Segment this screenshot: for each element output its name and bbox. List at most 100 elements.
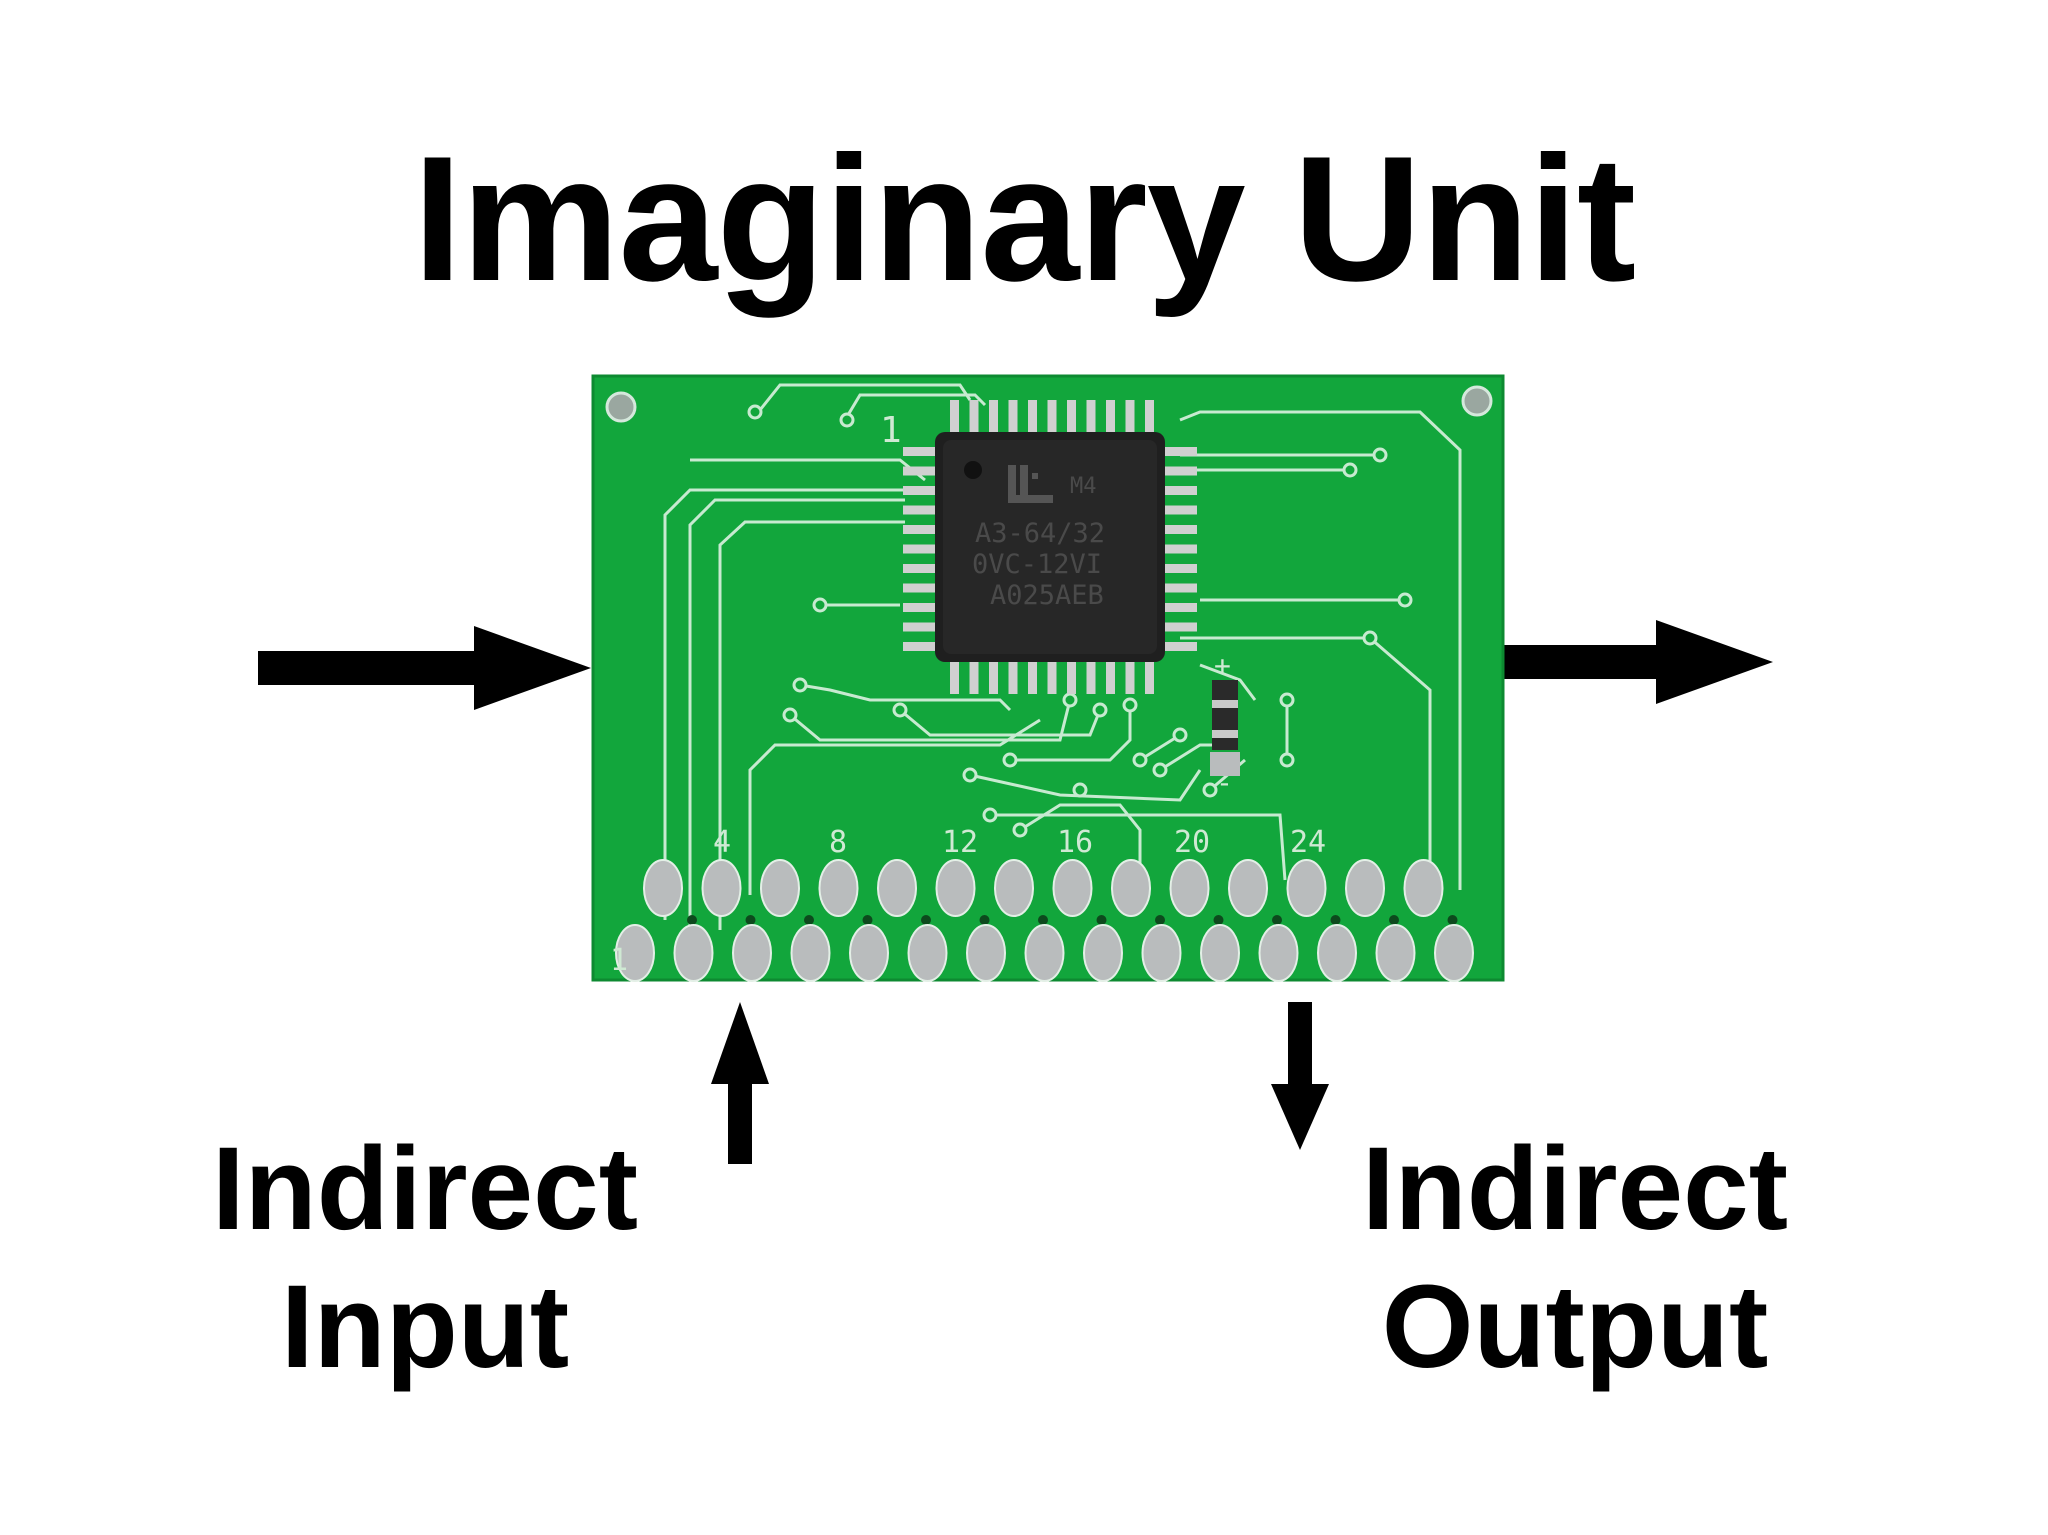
chip-lead (1047, 662, 1057, 694)
arrow-indirect-output-down (1271, 1002, 1329, 1150)
via (1092, 702, 1108, 718)
via (1397, 592, 1413, 608)
chip-lead (1165, 564, 1197, 573)
via (1038, 915, 1048, 925)
chip-pin1-marker: 1 (880, 410, 902, 451)
pcb-vias (687, 404, 1458, 925)
via (747, 404, 763, 420)
label-indirect-input-line2: Input (280, 1261, 570, 1393)
chip-lead (1145, 400, 1154, 432)
chip-lead (903, 505, 935, 515)
chip-lead (1165, 505, 1197, 515)
pin-number-16: 16 (1057, 825, 1093, 860)
pin-number-8: 8 (829, 825, 847, 860)
via (1330, 915, 1341, 925)
chip-lead (1145, 662, 1154, 694)
pcb-board: 1 4 8 12 16 20 24 1 M4 A3-64/32 0VC-12VI… (591, 374, 1505, 982)
label-indirect-output: Indirect Output (1340, 1120, 1810, 1396)
via (1062, 692, 1078, 708)
chip-lead (1165, 466, 1197, 476)
chip-lead (903, 564, 935, 573)
via (839, 412, 855, 428)
chip-lead (903, 603, 935, 612)
label-indirect-output-line2: Output (1381, 1261, 1769, 1393)
chip-lead (1165, 583, 1197, 593)
solder-pad (1052, 859, 1093, 917)
via (1096, 915, 1107, 925)
label-indirect-output-line1: Indirect (1361, 1123, 1789, 1255)
via (1072, 782, 1088, 798)
chip-lead (1165, 486, 1197, 495)
chip-lead (1125, 400, 1135, 432)
diagram-title: Imaginary Unit (412, 119, 1636, 318)
solder-pad (790, 924, 831, 982)
solder-pad (1024, 924, 1065, 982)
solder-pad (1083, 924, 1123, 982)
pin-number-24: 24 (1290, 825, 1326, 860)
polarity-plus: + (1214, 649, 1231, 682)
pad-row-bottom (615, 924, 1474, 982)
solder-pad (935, 859, 976, 917)
via (862, 915, 873, 925)
label-indirect-input-line1: Indirect (211, 1123, 639, 1255)
arrow-input-left (258, 626, 591, 710)
via (1279, 692, 1295, 708)
via (745, 915, 756, 925)
chip-lead (969, 662, 979, 694)
via (979, 915, 990, 925)
via (892, 702, 908, 718)
via (1202, 782, 1218, 798)
chip-lead (950, 662, 959, 694)
pin-number-20: 20 (1174, 825, 1210, 860)
solder-pad (615, 924, 655, 982)
smd-capacitor (1210, 680, 1240, 776)
via (1172, 727, 1188, 743)
pin-number-12: 12 (942, 825, 978, 860)
via (1372, 447, 1388, 463)
chip-text-line4: A025AEB (990, 580, 1104, 611)
chip-text-line2: A3-64/32 (975, 518, 1105, 549)
label-indirect-input: Indirect Input (190, 1120, 660, 1396)
via (812, 597, 828, 613)
chip-lead (903, 642, 935, 651)
solder-pad (1169, 859, 1210, 917)
chip-lead (1165, 622, 1197, 632)
via (1389, 915, 1399, 925)
via (804, 915, 814, 925)
chip-lead (903, 447, 935, 456)
solder-pad (907, 924, 948, 982)
chip-lead (1106, 400, 1115, 432)
solder-pad (1403, 859, 1444, 917)
via (782, 707, 798, 723)
chip-lead (1028, 662, 1037, 694)
arrow-output-right (1500, 620, 1773, 704)
chip-lead (1165, 544, 1197, 554)
solder-pad (732, 924, 772, 982)
lattice-logo-icon (1008, 465, 1053, 503)
chip-lead (1086, 662, 1096, 694)
chip-text-line1: M4 (1070, 474, 1097, 499)
chip-lead (903, 525, 935, 534)
solder-pad (1141, 924, 1182, 982)
via (792, 677, 808, 693)
solder-pad (760, 859, 800, 917)
chip-lead (950, 400, 959, 432)
solder-pad (877, 859, 917, 917)
via (1272, 915, 1282, 925)
solder-pad (673, 924, 714, 982)
chip-lead (903, 466, 935, 476)
chip-lead (1047, 400, 1057, 432)
chip-lead (1165, 525, 1197, 534)
chip-lead (903, 583, 935, 593)
via (982, 807, 998, 823)
via (1012, 822, 1028, 838)
solder-pad (966, 924, 1006, 982)
via (1155, 915, 1165, 925)
qfp-chip: M4 A3-64/32 0VC-12VI A025AEB (935, 432, 1165, 662)
solder-pad (1434, 924, 1474, 982)
via (1122, 697, 1138, 713)
chip-text-line3: 0VC-12VI (972, 549, 1102, 580)
via (687, 915, 697, 925)
polarity-minus: - (1216, 766, 1233, 799)
